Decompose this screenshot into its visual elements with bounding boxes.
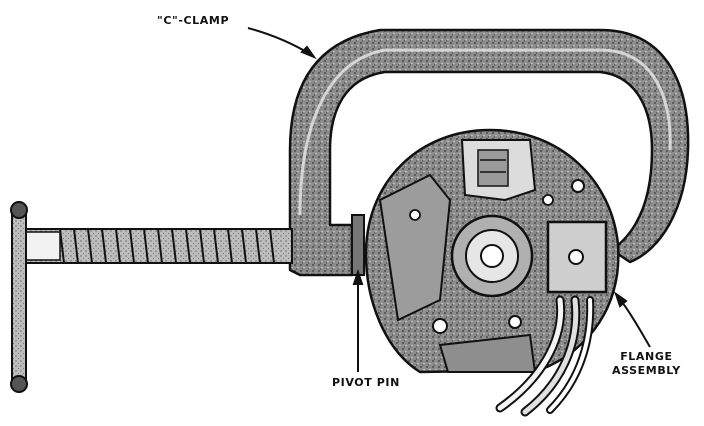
pivot-pin-label: PIVOT PIN [332,376,400,389]
flange-assembly-label: FLANGE ASSEMBLY [612,350,681,378]
t-handle [10,201,28,393]
flange-assembly [364,128,620,374]
c-clamp-label: "C"-CLAMP [157,14,230,27]
wire-leads [495,295,595,417]
flange-label-line1: FLANGE [620,350,673,363]
flange-label-line2: ASSEMBLY [612,364,681,377]
c-clamp-frame [288,28,690,277]
leader-lines [247,27,651,372]
swivel-pad [351,214,365,276]
screw-shaft [19,228,293,264]
